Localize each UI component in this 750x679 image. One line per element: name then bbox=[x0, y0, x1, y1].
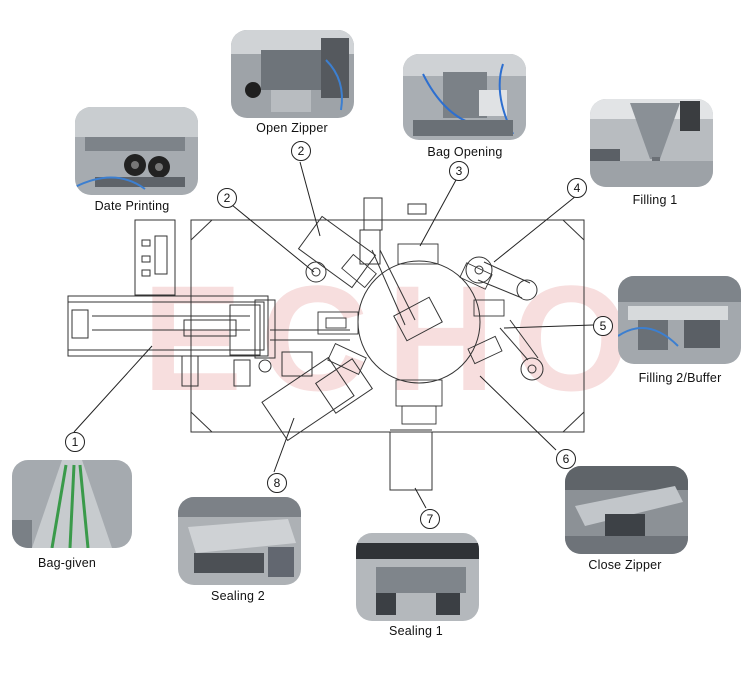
photo-date-printing bbox=[75, 107, 198, 195]
caption-date-printing: Date Printing bbox=[94, 199, 170, 213]
marker-4: 4 bbox=[567, 178, 587, 198]
photo-open-zipper bbox=[231, 30, 354, 118]
caption-open-zipper: Open Zipper bbox=[256, 121, 328, 135]
machine-frame bbox=[190, 219, 585, 433]
caption-bag-opening: Bag Opening bbox=[427, 145, 503, 159]
photo-filling-2-buffer bbox=[618, 276, 741, 364]
marker-1: 1 bbox=[65, 432, 85, 452]
marker-8: 8 bbox=[267, 473, 287, 493]
sealing-block bbox=[389, 431, 433, 491]
caption-sealing-2: Sealing 2 bbox=[211, 589, 265, 603]
caption-close-zipper: Close Zipper bbox=[588, 558, 662, 572]
photo-filling-1 bbox=[590, 99, 713, 187]
photo-close-zipper bbox=[565, 466, 688, 554]
photo-bag-opening bbox=[403, 54, 526, 140]
marker-3: 3 bbox=[449, 161, 469, 181]
caption-bag-given: Bag-given bbox=[37, 556, 97, 570]
photo-sealing-1 bbox=[356, 533, 479, 621]
photo-sealing-2 bbox=[178, 497, 301, 585]
marker-6: 6 bbox=[556, 449, 576, 469]
marker-2-date-printing: 2 bbox=[217, 188, 237, 208]
marker-7: 7 bbox=[420, 509, 440, 529]
sealing-arm bbox=[261, 356, 355, 442]
caption-sealing-1: Sealing 1 bbox=[389, 624, 443, 638]
marker-2-open-zipper: 2 bbox=[291, 141, 311, 161]
caption-filling-1: Filling 1 bbox=[632, 193, 678, 207]
caption-filling-2-buffer: Filling 2/Buffer bbox=[638, 371, 722, 385]
photo-bag-given bbox=[12, 460, 132, 548]
marker-5: 5 bbox=[593, 316, 613, 336]
